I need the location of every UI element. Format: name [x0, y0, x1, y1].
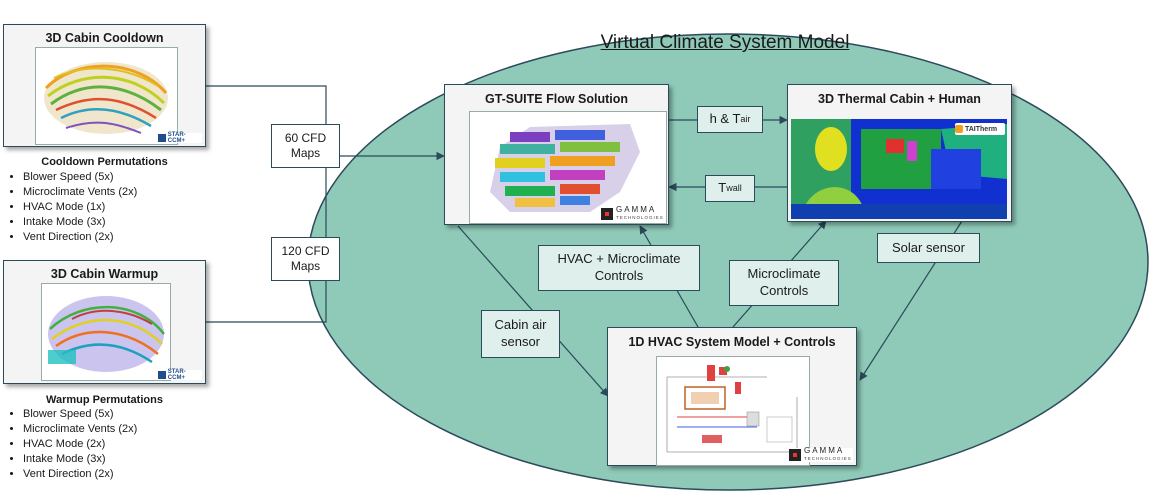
cooldown-flow-graphic — [44, 62, 168, 134]
hvac-title: 1D HVAC System Model + Controls — [628, 335, 836, 349]
thermal-image — [791, 119, 1007, 219]
star-ccm-icon — [158, 134, 166, 142]
thermal-badge: TAITherm — [955, 123, 1005, 135]
hvac-micro-controls-label: HVAC + Microclimate Controls — [538, 245, 700, 291]
list-item: Vent Direction (2x) — [23, 230, 205, 245]
hvac-badge-subtext: TECHNOLOGIES — [804, 456, 852, 461]
twall-subscript: wall — [726, 182, 742, 193]
gamma-logo-icon — [601, 208, 613, 220]
warmup-badge: STAR-CCM+ — [158, 369, 202, 381]
cfd-maps-120-box: 120 CFD Maps — [271, 237, 340, 281]
thermal-panel: 3D Thermal Cabin + Human TAITherm — [787, 84, 1012, 222]
cfd-maps-60-box: 60 CFD Maps — [271, 124, 340, 168]
h-tair-subscript: air — [740, 113, 751, 124]
list-item: HVAC Mode (2x) — [23, 437, 205, 452]
list-item: Blower Speed (5x) — [23, 170, 205, 185]
star-ccm-icon — [158, 371, 166, 379]
thermal-title: 3D Thermal Cabin + Human — [818, 92, 981, 106]
micro-controls-label: Microclimate Controls — [729, 260, 839, 306]
hvac-badge-text: GAMMA — [804, 446, 845, 455]
thermal-map-graphic — [791, 119, 1007, 219]
thermal-badge-label: TAITherm — [965, 125, 998, 133]
list-item: HVAC Mode (1x) — [23, 200, 205, 215]
cooldown-image — [35, 47, 178, 145]
warmup-panel: 3D Cabin Warmup STAR-CCM+ — [3, 260, 206, 384]
warmup-perm-list: Blower Speed (5x) Microclimate Vents (2x… — [5, 407, 205, 482]
cooldown-panel: 3D Cabin Cooldown STAR-CCM+ — [3, 24, 206, 147]
gt-badge-subtext: TECHNOLOGIES — [616, 215, 664, 220]
twall-text: T — [718, 180, 727, 196]
list-item: Intake Mode (3x) — [23, 452, 205, 467]
gamma-logo-icon — [789, 449, 801, 461]
warmup-title: 3D Cabin Warmup — [50, 267, 159, 281]
warmup-perm-title: Warmup Permutations — [46, 394, 163, 406]
gt-flow-graphic — [490, 124, 640, 212]
gt-suite-title: GT-SUITE Flow Solution — [484, 92, 629, 106]
cooldown-title: 3D Cabin Cooldown — [45, 31, 164, 45]
gt-badge-text: GAMMA — [616, 205, 657, 214]
hvac-schematic-graphic — [657, 357, 809, 465]
ellipse-title: Virtual Climate System Model — [600, 32, 850, 53]
list-item: Vent Direction (2x) — [23, 467, 205, 482]
cabin-air-sensor-label: Cabin air sensor — [481, 310, 560, 358]
taitherm-logo-icon — [955, 125, 963, 133]
cooldown-badge: STAR-CCM+ — [158, 132, 202, 144]
h-tair-text: h & T — [709, 111, 741, 127]
warmup-connector — [206, 156, 327, 323]
cooldown-perm-title: Cooldown Permutations — [41, 156, 168, 168]
list-item: Microclimate Vents (2x) — [23, 185, 205, 200]
gt-suite-image — [469, 111, 667, 224]
cooldown-perm-list: Blower Speed (5x) Microclimate Vents (2x… — [5, 170, 205, 245]
solar-sensor-label: Solar sensor — [877, 233, 980, 263]
hvac-image — [656, 356, 810, 466]
cooldown-badge-label: STAR-CCM+ — [167, 132, 186, 144]
warmup-flow-graphic — [48, 296, 165, 372]
list-item: Microclimate Vents (2x) — [23, 422, 205, 437]
warmup-badge-label: STAR-CCM+ — [167, 369, 186, 381]
warmup-image — [41, 283, 171, 381]
list-item: Blower Speed (5x) — [23, 407, 205, 422]
list-item: Intake Mode (3x) — [23, 215, 205, 230]
